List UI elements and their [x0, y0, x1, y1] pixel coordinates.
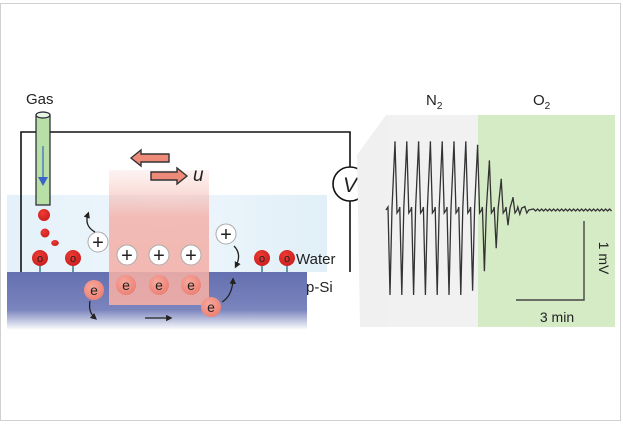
positive-ions: + + + + +: [87, 223, 237, 267]
electron: e: [84, 280, 104, 300]
signal-peak: [500, 178, 503, 181]
substrate-label: p-Si: [306, 279, 333, 296]
n2-label: N2: [426, 92, 443, 112]
signal-peak: [429, 141, 432, 143]
signal-peak: [453, 141, 455, 143]
svg-text:o: o: [259, 253, 265, 265]
signal-peak: [406, 141, 408, 143]
o2-region-background: [478, 115, 615, 327]
scale-time-label: 3 min: [540, 309, 574, 325]
electron: e: [116, 275, 136, 295]
svg-text:+: +: [185, 245, 197, 267]
oxygen-molecule: o: [254, 250, 270, 272]
svg-text:e: e: [155, 277, 163, 293]
svg-text:e: e: [207, 299, 215, 315]
electrons: e e e e e: [84, 275, 221, 317]
voltage-signal-line: [385, 141, 613, 296]
positive-ion: +: [148, 244, 170, 267]
water-label: Water: [296, 251, 335, 268]
signal-peak: [476, 144, 479, 147]
signal-trace-group: [385, 141, 613, 296]
gas-inlet-tube: [35, 111, 51, 206]
svg-text:+: +: [220, 224, 232, 246]
voltmeter-label: V: [343, 174, 359, 197]
svg-text:e: e: [90, 282, 98, 298]
motion-arrows: [83, 211, 241, 322]
svg-text:+: +: [121, 245, 133, 267]
svg-text:o: o: [284, 253, 290, 265]
gas-label: Gas: [26, 91, 54, 108]
o2-label: O2: [533, 92, 551, 112]
adsorbed-oxygen-molecules: o o o o: [32, 250, 295, 272]
positive-ion: +: [215, 223, 237, 246]
oxygen-bubbles: [38, 209, 59, 246]
svg-text:o: o: [70, 253, 76, 265]
svg-text:+: +: [92, 232, 104, 254]
oxygen-molecule: o: [65, 250, 81, 272]
device-schematic: V Gas u o o o o +: [7, 91, 368, 330]
curved-arrow-icon: [221, 277, 236, 303]
curved-arrow-icon: [233, 245, 241, 269]
curved-arrow-icon: [83, 211, 96, 233]
scale-voltage-label: 1 mV: [596, 242, 612, 275]
svg-text:e: e: [187, 277, 195, 293]
electron: e: [149, 275, 169, 295]
signal-peak: [417, 141, 420, 143]
oxygen-molecule: o: [279, 250, 295, 272]
curved-arrow-icon: [88, 300, 97, 320]
arrow-right-icon: [150, 166, 189, 186]
scale-bar: [516, 221, 585, 301]
electron: e: [181, 275, 201, 295]
electron: e: [201, 297, 221, 317]
velocity-label: u: [193, 165, 204, 186]
positive-ion: +: [87, 231, 109, 254]
signal-peak: [394, 141, 396, 143]
signal-peak: [441, 141, 444, 143]
svg-text:+: +: [153, 245, 165, 267]
signal-peak: [488, 160, 491, 162]
voltage-signal-chart: N2 O2 1 mV 3 min: [357, 92, 615, 327]
circuit-wire: [20, 131, 351, 272]
signal-peak: [512, 196, 514, 199]
oxygen-molecule: o: [32, 250, 48, 272]
signal-peak: [524, 205, 526, 208]
signal-peak: [465, 141, 467, 143]
velocity-arrows: u: [129, 148, 204, 186]
svg-text:o: o: [37, 253, 43, 265]
arrow-left-icon: [129, 148, 170, 168]
zoom-projection: [357, 115, 386, 327]
gas-flow-arrow-icon: [38, 177, 48, 186]
svg-text:e: e: [122, 277, 130, 293]
positive-ion: +: [116, 244, 138, 267]
positive-ion: +: [180, 244, 202, 267]
